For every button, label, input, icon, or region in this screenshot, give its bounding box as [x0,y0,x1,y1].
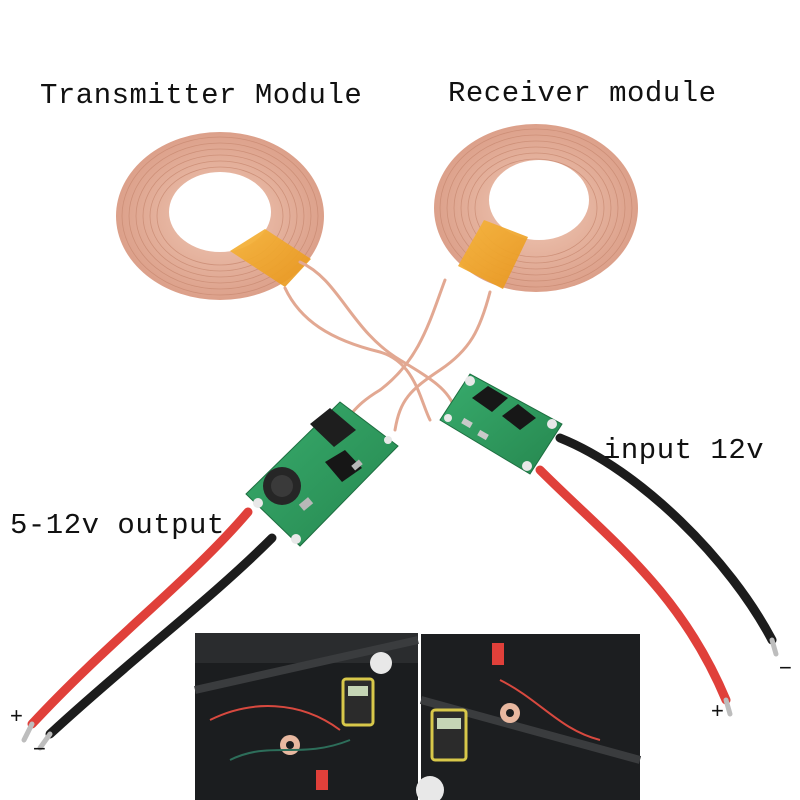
left-minus-sign: − [33,736,46,761]
coil-leads [283,260,492,432]
input-pcb [439,373,563,475]
receiver-tape [458,220,528,289]
right-minus-sign: − [779,655,792,680]
output-label: 5-12v output [10,509,225,542]
input-cables [535,433,779,717]
transmitter-tape [230,229,311,287]
output-pcb [245,401,399,547]
demo-photo-2 [416,634,642,800]
output-cables [21,507,277,751]
receiver-label: Receiver module [448,77,717,110]
input-label: input 12v [603,434,765,467]
transmitter-label: Transmitter Module [40,79,363,112]
right-plus-sign: + [711,698,724,723]
demo-photo-1 [194,633,419,800]
left-plus-sign: + [10,703,23,728]
